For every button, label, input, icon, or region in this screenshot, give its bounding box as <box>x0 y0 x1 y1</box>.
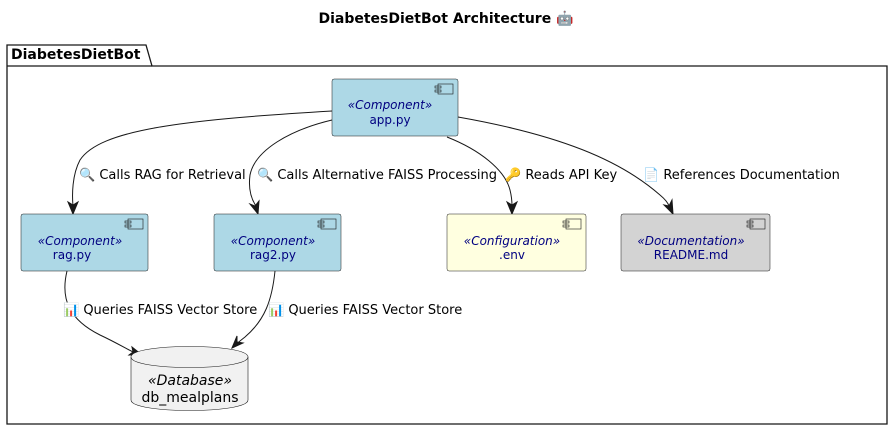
component-icon <box>746 218 766 230</box>
node-app-box <box>331 78 459 137</box>
edge-app-readme <box>457 116 674 216</box>
node-env-box <box>446 213 587 272</box>
node-rag-stereotype: «Component» <box>38 234 122 248</box>
node-readme-box <box>620 213 771 272</box>
component-icon <box>562 218 582 230</box>
database-icon <box>130 346 249 411</box>
node-rag2-box <box>213 213 342 272</box>
node-db-name: db_mealplans <box>141 390 238 406</box>
edge-app-rag2 <box>248 119 333 216</box>
node-rag2-name: rag2.py <box>250 248 296 262</box>
node-readme: «Documentation» README.md <box>620 213 771 272</box>
node-env-stereotype: «Configuration» <box>464 234 560 248</box>
node-rag-name: rag.py <box>53 248 91 262</box>
component-icon <box>434 83 454 95</box>
node-readme-name: README.md <box>654 248 728 262</box>
package-frame: DiabetesDietBot <box>6 44 888 425</box>
edge-app-env <box>446 136 519 216</box>
node-env: «Configuration» .env <box>446 213 587 272</box>
diagram-title: DiabetesDietBot Architecture 🤖 <box>318 10 573 27</box>
edge-label-rag-db: 📊 Queries FAISS Vector Store <box>63 302 257 318</box>
node-app: «Component» app.py <box>331 78 459 137</box>
node-db-stereotype: «Database» <box>148 373 232 389</box>
node-readme-stereotype: «Documentation» <box>637 234 744 248</box>
node-env-name: .env <box>499 248 525 262</box>
node-rag-box <box>20 213 149 272</box>
edge-label-app-rag2: 🔍 Calls Alternative FAISS Processing <box>257 166 497 183</box>
node-rag: «Component» rag.py <box>20 213 149 272</box>
node-app-name: app.py <box>369 113 410 127</box>
edge-app-rag <box>66 110 333 216</box>
node-app-stereotype: «Component» <box>348 98 432 112</box>
node-db: «Database» db_mealplans <box>130 346 249 411</box>
edge-label-rag2-db: 📊 Queries FAISS Vector Store <box>268 302 462 318</box>
component-icon <box>317 218 337 230</box>
edge-label-app-env: 🔑 Reads API Key <box>505 166 617 183</box>
edge-label-app-readme: 📄 References Documentation <box>643 167 840 183</box>
edge-label-app-rag: 🔍 Calls RAG for Retrieval <box>79 166 246 183</box>
edge-rag2-db <box>231 270 276 349</box>
node-rag2: «Component» rag2.py <box>213 213 342 272</box>
node-rag2-stereotype: «Component» <box>231 234 315 248</box>
package-label: DiabetesDietBot <box>11 47 141 63</box>
component-icon <box>124 218 144 230</box>
